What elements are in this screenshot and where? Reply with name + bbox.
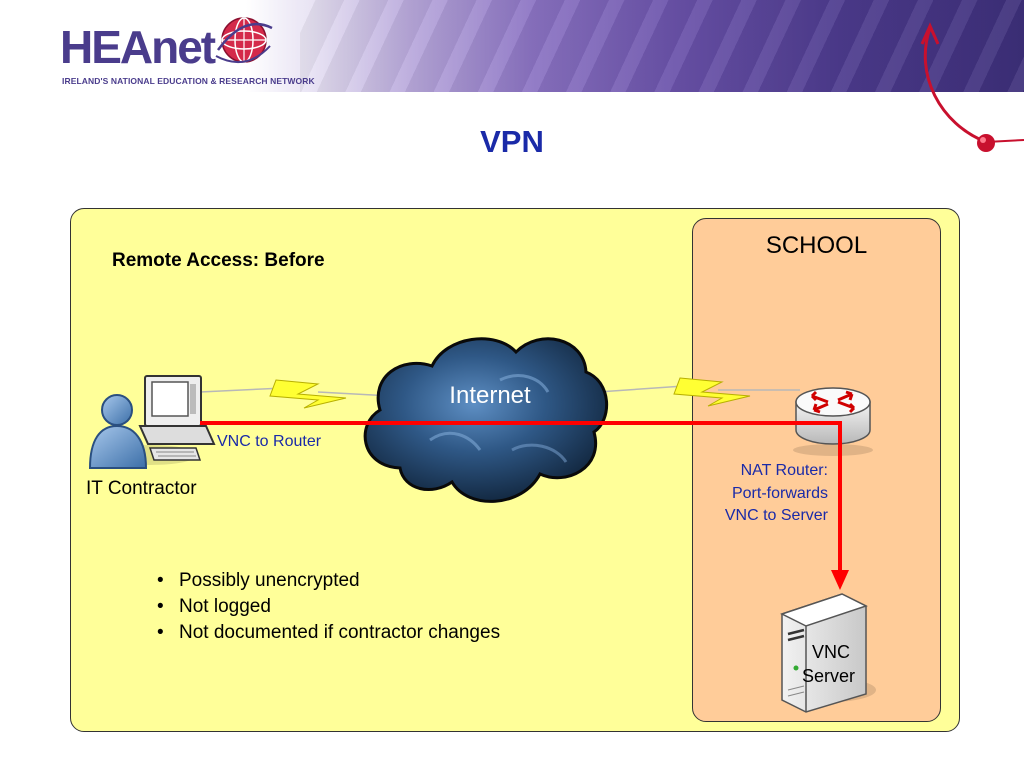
lightning-bolt-icon <box>269 379 347 409</box>
heanet-logo: HEAnet IRELAND'S NATIONAL EDUCATION & RE… <box>60 10 315 90</box>
router-note: NAT Router: Port-forwards VNC to Server <box>660 460 828 528</box>
router-note-line: NAT Router: <box>740 462 828 479</box>
header-banner <box>0 0 1024 92</box>
router-note-line: VNC to Server <box>724 507 828 524</box>
page-title: VPN <box>480 124 544 159</box>
school-label: SCHOOL <box>765 232 868 259</box>
arrow-down-icon <box>831 570 849 590</box>
logo-wordmark: HEAnet <box>60 21 216 73</box>
logo-tagline: IRELAND'S NATIONAL EDUCATION & RESEARCH … <box>62 76 315 86</box>
contractor-label: IT Contractor <box>86 478 197 499</box>
contractor-person-icon <box>88 394 148 469</box>
internet-cloud-icon <box>363 337 608 503</box>
vnc-connection-line <box>200 421 849 590</box>
list-item: Not documented if contractor changes <box>157 620 500 646</box>
vnc-server-icon <box>780 593 876 713</box>
list-item: Not logged <box>157 594 500 620</box>
server-label-line: Server <box>802 666 856 686</box>
globe-icon <box>215 17 273 63</box>
list-item: Possibly unencrypted <box>157 568 500 594</box>
router-note-line: Port-forwards <box>731 484 828 502</box>
bullet-list: Possibly unencrypted Not logged Not docu… <box>157 568 500 646</box>
connection-label: VNC to Router <box>217 433 322 450</box>
diagram-subtitle: Remote Access: Before <box>112 250 325 271</box>
decorative-swoosh-icon <box>920 22 1024 152</box>
internet-label: Internet <box>449 382 531 409</box>
link-contractor-to-internet <box>199 379 393 409</box>
link-internet-to-router <box>597 377 800 407</box>
server-label: VNC Server <box>800 640 855 688</box>
lightning-bolt-icon <box>673 377 751 407</box>
server-label-line: VNC <box>812 642 851 662</box>
